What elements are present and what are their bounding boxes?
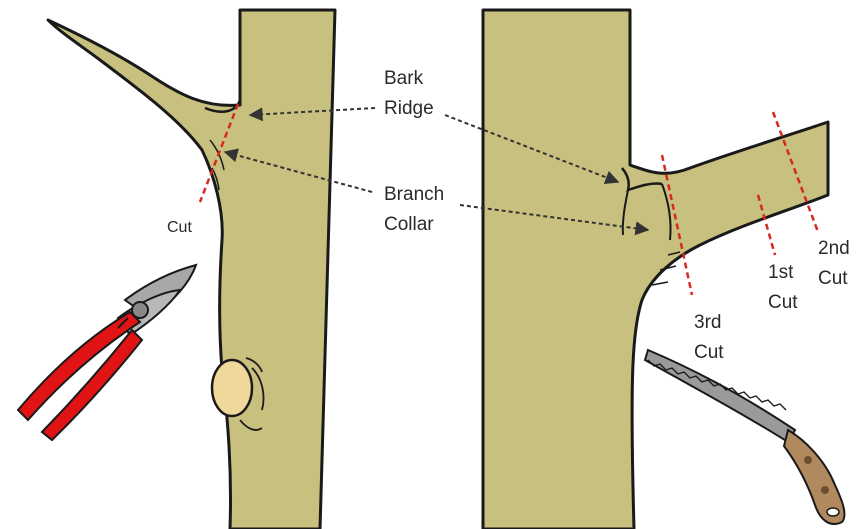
label-bark-ridge: Bark Ridge [384,68,434,119]
svg-text:Branch: Branch [384,184,444,205]
svg-text:Cut: Cut [694,342,724,363]
svg-text:Collar: Collar [384,214,434,235]
label-branch-collar: Branch Collar [384,184,444,235]
label-third-cut: 3rd Cut [694,312,724,363]
svg-text:2nd: 2nd [818,238,850,259]
pruning-saw-icon [645,350,844,524]
svg-text:3rd: 3rd [694,312,721,333]
svg-text:Ridge: Ridge [384,98,434,119]
svg-text:Cut: Cut [818,268,848,289]
label-first-cut: 1st Cut [768,262,798,313]
label-second-cut: 2nd Cut [818,238,850,289]
svg-text:Cut: Cut [768,292,798,313]
hand-pruner-icon [18,265,196,440]
svg-text:1st: 1st [768,262,794,283]
label-cut: Cut [167,219,192,236]
svg-text:Bark: Bark [384,68,424,89]
